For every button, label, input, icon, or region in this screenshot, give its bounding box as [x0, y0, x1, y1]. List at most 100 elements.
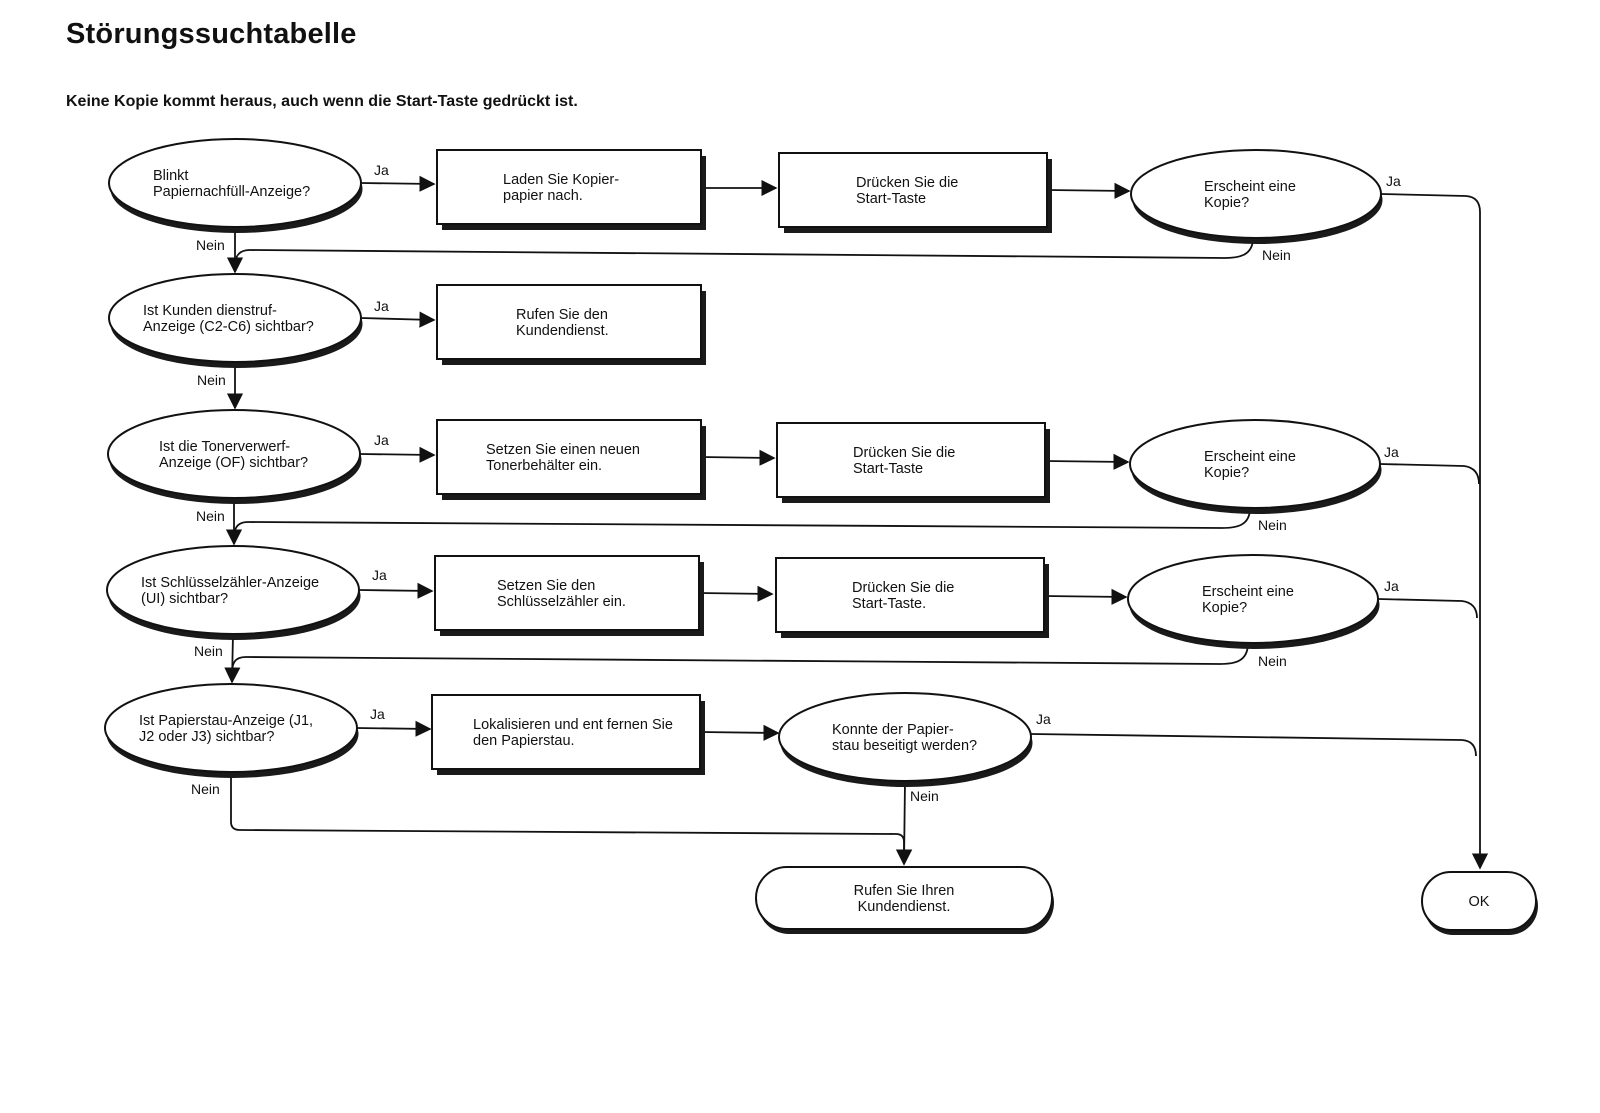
decision-shape	[107, 409, 361, 499]
node-text-line: Lokalisieren und ent fernen Sie	[473, 717, 673, 733]
node-text-line: Laden Sie Kopier-	[503, 172, 619, 188]
process-shape	[434, 555, 700, 631]
node-q-toner: Ist die Tonerverwerf-Anzeige (OF) sichtb…	[107, 409, 362, 504]
process-shape	[431, 694, 701, 770]
connector-line	[234, 237, 1254, 267]
connector-line	[1379, 463, 1480, 485]
decision-shape	[1129, 419, 1381, 509]
node-text-line: Anzeige (OF) sichtbar?	[159, 455, 308, 471]
edge-label-no: Nein	[191, 781, 220, 797]
connector-line	[358, 582, 434, 599]
connector-line	[224, 633, 241, 684]
edge-label-yes: Ja	[1386, 173, 1401, 189]
connector-line	[1044, 453, 1130, 470]
connector-line	[1377, 598, 1478, 619]
node-text-line: stau beseitigt werden?	[832, 738, 977, 754]
node-text-line: Drücken Sie die	[856, 175, 958, 191]
node-text-line: Tonerbehälter ein.	[486, 458, 602, 474]
node-text-line: Setzen Sie den	[497, 578, 595, 594]
decision-shape	[1127, 554, 1379, 644]
process-shape	[775, 557, 1045, 633]
connector-line	[1380, 193, 1489, 870]
process-shape	[436, 284, 702, 360]
edge-label-yes: Ja	[374, 432, 389, 448]
edge-label-yes: Ja	[374, 162, 389, 178]
decision-shape	[108, 273, 362, 363]
edge-label-no: Nein	[196, 237, 225, 253]
decision-shape	[1130, 149, 1382, 239]
edge-label-no: Nein	[910, 788, 939, 804]
edge-label-yes: Ja	[374, 298, 389, 314]
node-q-service: Ist Kunden dienstruf-Anzeige (C2-C6) sic…	[108, 273, 363, 368]
node-text-line: Ist Papierstau-Anzeige (J1,	[139, 713, 313, 729]
connector-line	[231, 642, 1249, 675]
decision-shape	[104, 683, 358, 773]
node-text-line: Kopie?	[1204, 195, 1249, 211]
node-text-line: Kopie?	[1202, 600, 1247, 616]
connector-line	[699, 724, 780, 741]
edge-label-yes: Ja	[1036, 711, 1051, 727]
edge-labels: JaJaJaJaJaNeinNeinNeinNeinNeinNeinNeinNe…	[191, 162, 1401, 804]
connector-line	[1030, 733, 1477, 757]
node-text-line: Kopie?	[1204, 465, 1249, 481]
node-text-line: Rufen Sie den	[516, 307, 608, 323]
decision-shape	[778, 692, 1032, 782]
node-text-line: (UI) sichtbar?	[141, 591, 228, 607]
node-text-line: Erscheint eine	[1202, 584, 1294, 600]
node-text-line: Konnte der Papier-	[832, 722, 954, 738]
decision-shape	[106, 545, 360, 635]
edge-label-yes: Ja	[1384, 578, 1399, 594]
connector-line	[360, 175, 436, 192]
node-text-line: den Papierstau.	[473, 733, 575, 749]
node-text-line: Ist Kunden dienstruf-	[143, 303, 277, 319]
edge-label-no: Nein	[197, 372, 226, 388]
process-shape	[436, 419, 702, 495]
connector-line	[1043, 588, 1128, 605]
node-q-jam: Ist Papierstau-Anzeige (J1,J2 oder J3) s…	[104, 683, 359, 778]
node-text-line: J2 oder J3) sichtbar?	[139, 729, 274, 745]
connector-line	[233, 507, 1251, 539]
page-title: Störungssuchtabelle	[66, 18, 357, 50]
node-text-line: Drücken Sie die	[853, 445, 955, 461]
node-text-line: Ist die Tonerverwerf-	[159, 439, 290, 455]
node-text-line: OK	[1469, 894, 1490, 910]
edge-label-no: Nein	[194, 643, 223, 659]
connectors	[224, 175, 1489, 870]
process-shape	[776, 422, 1046, 498]
node-text-line: Drücken Sie die	[852, 580, 954, 596]
edge-label-yes: Ja	[1384, 444, 1399, 460]
connector-line	[1046, 182, 1131, 199]
terminal-shape	[1421, 871, 1537, 931]
node-text-line: Blinkt	[153, 168, 188, 184]
node-text-line: Papiernachfüll-Anzeige?	[153, 184, 310, 200]
edge-label-no: Nein	[1262, 247, 1291, 263]
connector-line	[360, 311, 436, 328]
node-text-line: papier nach.	[503, 188, 583, 204]
connector-line	[698, 585, 774, 602]
node-text-line: Kundendienst.	[516, 323, 609, 339]
node-text-line: Erscheint eine	[1204, 449, 1296, 465]
node-text-line: Start-Taste	[853, 461, 923, 477]
edge-label-no: Nein	[1258, 517, 1287, 533]
process-shape	[436, 149, 702, 225]
node-text-line: Start-Taste.	[852, 596, 926, 612]
connector-line	[896, 780, 913, 866]
node-text-line: Start-Taste	[856, 191, 926, 207]
node-q-key: Ist Schlüsselzähler-Anzeige(UI) sichtbar…	[106, 545, 361, 640]
terminal-shape	[755, 866, 1053, 930]
edge-label-no: Nein	[1258, 653, 1287, 669]
node-text-line: Ist Schlüsselzähler-Anzeige	[141, 575, 319, 591]
node-a-paper: Laden Sie Kopier-papier nach.	[436, 149, 706, 230]
